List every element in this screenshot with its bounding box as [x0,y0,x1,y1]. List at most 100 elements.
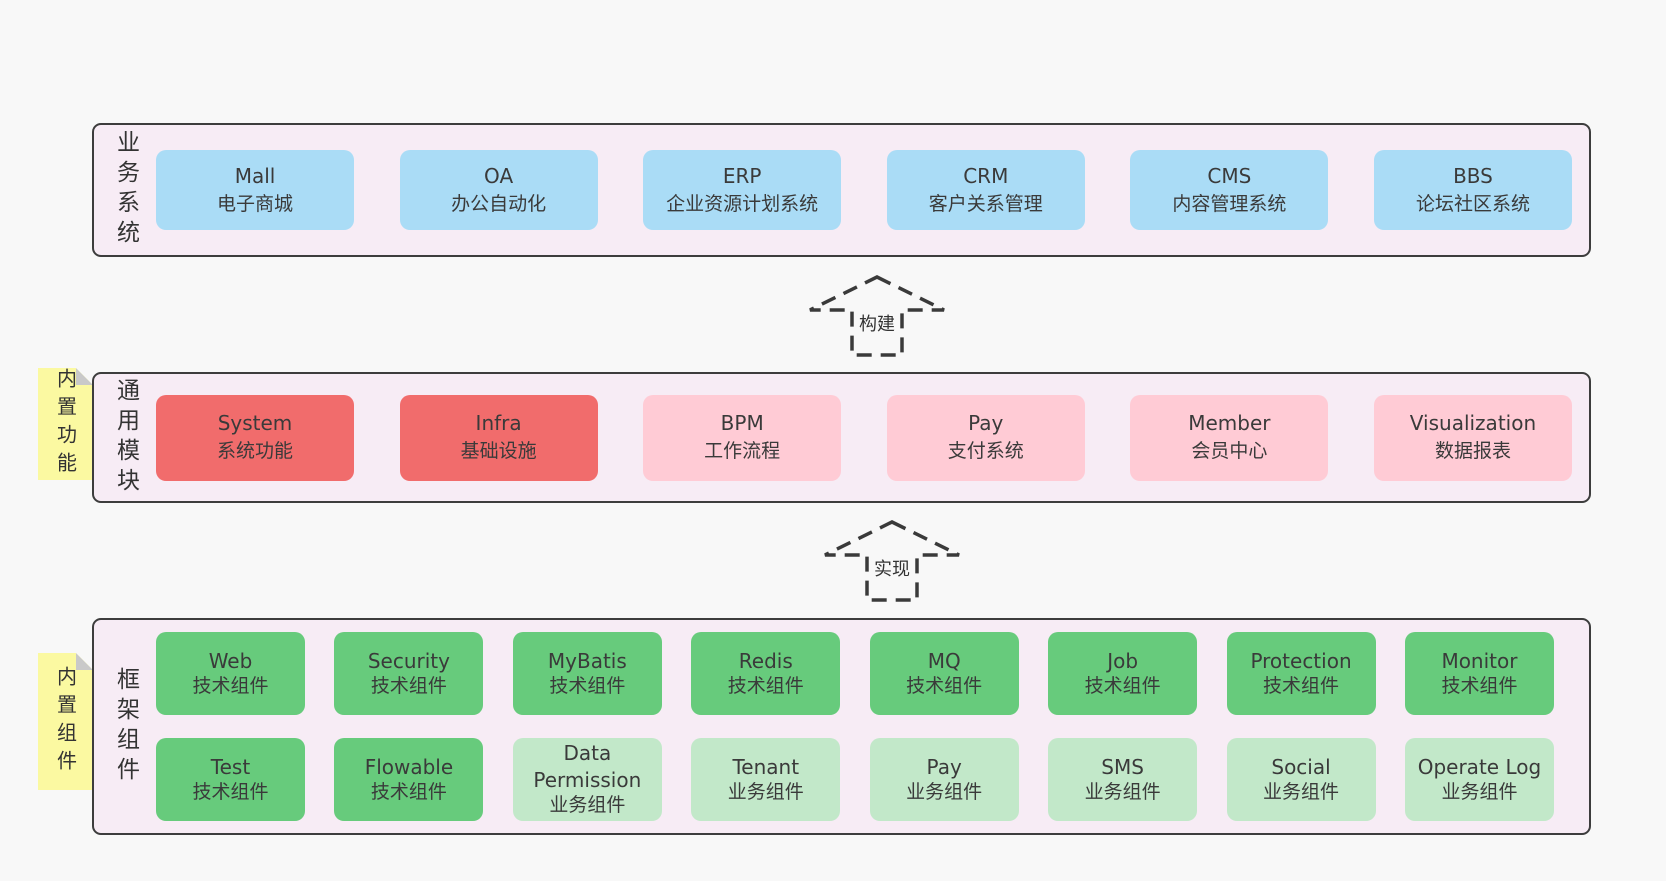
module-subtitle: 技术组件 [1263,675,1340,698]
module-subtitle: 办公自动化 [451,192,547,215]
module-subtitle: 企业资源计划系统 [666,192,819,215]
business-systems-section: 业务系统 Mall 电子商城 OA 办公自动化 ERP 企业资源计划系统 CRM 客户关系管理… [92,123,1591,257]
module-subtitle: 业务组件 [1084,781,1161,804]
implement-arrow: 实现 [822,519,962,603]
module-subtitle: 论坛社区系统 [1415,192,1530,215]
sticky-note-built-in-features: 内置功能 [38,368,93,480]
module-subtitle: 客户关系管理 [928,192,1043,215]
module-title: Monitor [1441,648,1518,673]
module-box-infra: Infra 基础设施 [399,394,598,481]
module-title: ERP [722,163,762,188]
module-subtitle: 业务组件 [906,781,983,804]
module-title: CRM [963,163,1009,188]
module-title: Test [210,754,251,779]
module-subtitle: 系统功能 [216,440,293,463]
module-subtitle: 业务组件 [727,781,804,804]
module-title: BPM [720,411,764,436]
module-box-visualization: Visualization 数据报表 [1373,394,1572,481]
module-subtitle: 技术组件 [549,675,626,698]
module-subtitle: 业务组件 [1263,781,1340,804]
module-box-crm: CRM 客户关系管理 [886,150,1085,230]
section-label-column: 业务系统 [94,125,156,255]
module-title: Pay [968,411,1004,436]
module-title: MyBatis [547,648,627,673]
build-arrow-label: 构建 [856,308,898,337]
module-subtitle: 基础设施 [460,440,537,463]
module-subtitle: 技术组件 [370,781,447,804]
module-title: MQ [927,648,961,673]
module-title: Data Permission [533,741,642,792]
module-title: Mall [234,163,276,188]
module-subtitle: 支付系统 [947,440,1024,463]
module-title: System [217,411,293,436]
sticky-note-label: 内置功能 [53,368,78,480]
module-subtitle: 技术组件 [906,675,983,698]
sticky-note-built-in-components: 内置组件 [38,653,93,790]
implement-arrow-label: 实现 [871,553,913,582]
module-title: Job [1107,648,1139,673]
module-title: Pay [926,754,962,779]
section-title: 业务系统 [112,130,139,250]
module-title: Operate Log [1417,754,1542,779]
module-box-pay: Pay 支付系统 [886,394,1085,481]
module-subtitle: 技术组件 [370,675,447,698]
module-subtitle: 业务组件 [1441,781,1518,804]
module-title: Protection [1250,648,1352,673]
module-title: BBS [1453,163,1493,188]
module-box-oa: OA 办公自动化 [399,150,598,230]
module-box-mall: Mall 电子商城 [156,150,354,230]
module-title: OA [484,163,514,188]
module-subtitle: 数据报表 [1434,440,1511,463]
section-title: 通用模块 [112,377,139,498]
module-title: Visualization [1409,411,1537,436]
sticky-note-label: 内置组件 [53,665,78,778]
module-subtitle: 电子商城 [216,192,293,215]
module-title: Infra [475,411,522,436]
module-subtitle: 技术组件 [192,781,269,804]
module-subtitle: 业务组件 [549,794,626,817]
module-box-erp: ERP 企业资源计划系统 [643,150,842,230]
module-title: Security [367,648,450,673]
module-subtitle: 技术组件 [192,675,269,698]
module-box-system: System 系统功能 [156,394,354,481]
module-subtitle: 技术组件 [1084,675,1161,698]
dashed-up-arrow-icon [824,520,960,602]
section-title: 框架组件 [112,666,139,787]
module-title: Redis [738,648,793,673]
module-title: SMS [1101,754,1144,779]
module-title: Tenant [732,754,800,779]
module-title: CMS [1207,163,1252,188]
module-title: Web [208,648,253,673]
section-label-column: 框架组件 [94,620,156,833]
module-subtitle: 会员中心 [1191,440,1268,463]
module-subtitle: 技术组件 [1441,675,1518,698]
module-title: Flowable [364,754,454,779]
section-label-column: 通用模块 [94,374,156,501]
module-title: Social [1271,754,1331,779]
